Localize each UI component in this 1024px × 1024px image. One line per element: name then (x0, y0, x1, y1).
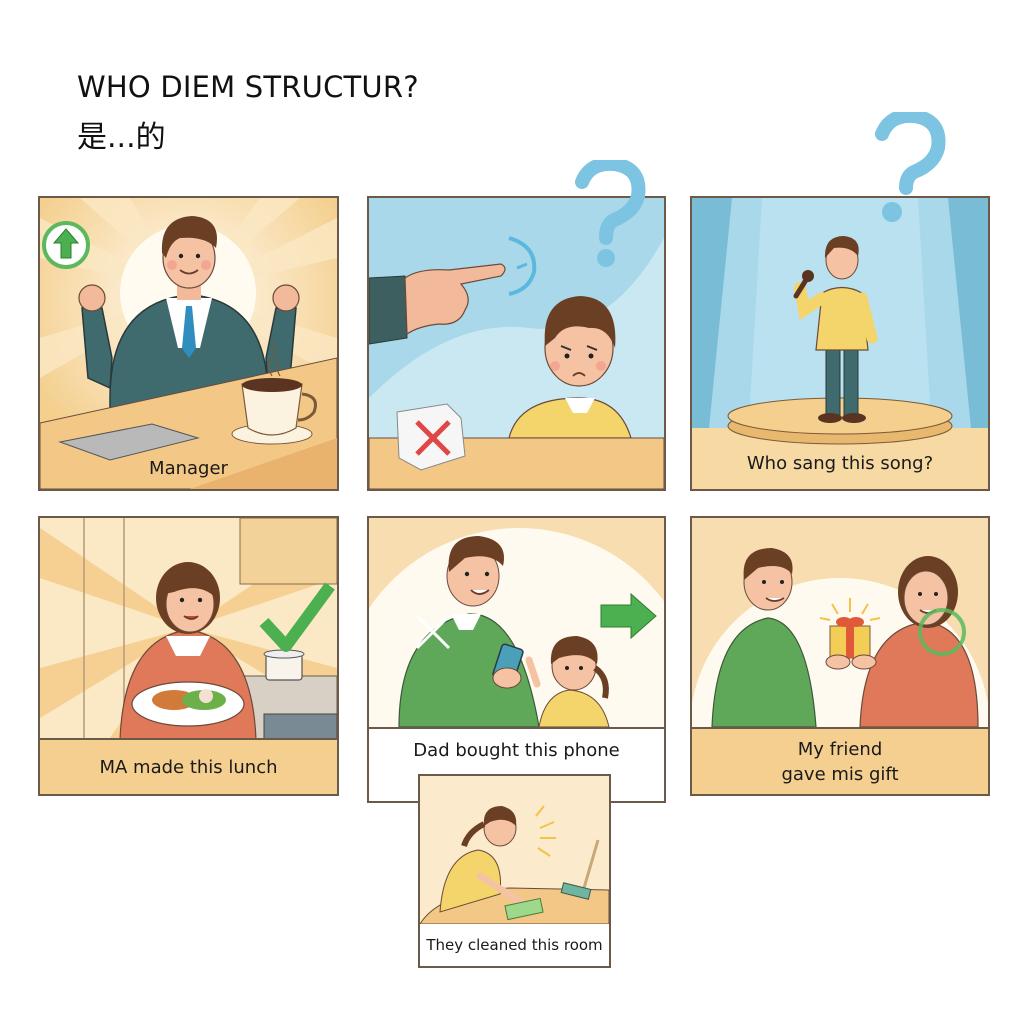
caption-band: Who sang this song? (692, 437, 988, 489)
caption-band: MA made this lunch (40, 738, 337, 794)
checkmark-icon (259, 582, 335, 652)
caption-band: They cleaned this room (420, 924, 609, 966)
broom-icon (560, 839, 600, 900)
panel-singer: Who sang this song? (690, 196, 990, 491)
right-arrow-icon (600, 592, 657, 640)
panel-gift: My friend gave mis gift (690, 516, 990, 796)
singer-illustration (692, 198, 988, 489)
panel-cleaning: They cleaned this room (418, 774, 611, 968)
gift-box-icon (819, 598, 881, 659)
gift-illustration (692, 518, 988, 727)
green-circle-highlight-icon (918, 608, 966, 656)
pointing-illustration (369, 198, 664, 489)
page-subtitle: 是...的 (77, 120, 166, 155)
microphone-icon (793, 270, 814, 299)
caption-band: My friend gave mis gift (692, 727, 988, 794)
panel-caption-line-2: gave mis gift (781, 763, 899, 785)
panel-caption-line-1: My friend (797, 738, 883, 760)
panel-pointing (367, 196, 666, 491)
coffee-cup-icon (231, 341, 317, 445)
shine-lines-icon (535, 805, 556, 857)
panel-caption: Dad bought this phone (413, 740, 620, 761)
question-mark-icon (575, 160, 646, 267)
up-arrow-badge-icon (42, 221, 90, 269)
manager-illustration (40, 198, 337, 489)
panel-manager: Manager (38, 196, 339, 491)
cleaning-illustration (420, 776, 609, 924)
panel-phone: Dad bought this phone (367, 516, 666, 803)
cleaning-cloth-icon (504, 897, 544, 921)
red-x-icon (396, 403, 466, 471)
panel-caption: They cleaned this room (426, 935, 603, 954)
sparkle-icon (415, 614, 451, 650)
page-title: WHO DIEM STRUCTUR? (77, 70, 419, 104)
question-mark-icon (875, 112, 946, 222)
panel-caption: MA made this lunch (99, 756, 278, 778)
panel-caption: Manager (149, 458, 228, 479)
cooking-pot-icon (263, 649, 305, 681)
panel-caption: Who sang this song? (746, 452, 934, 474)
panel-lunch: MA made this lunch (38, 516, 339, 796)
pointing-hand-icon (404, 263, 506, 336)
phone-illustration (369, 518, 664, 727)
